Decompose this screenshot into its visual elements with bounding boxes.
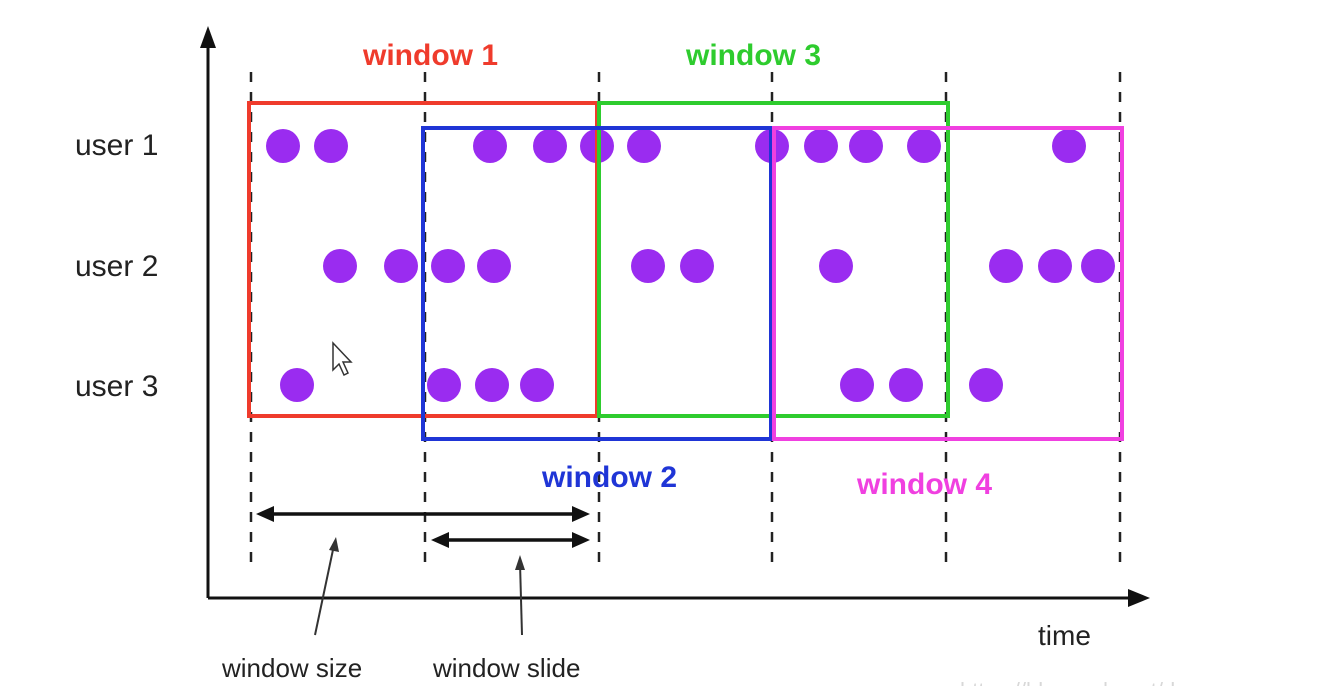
event-dot [1081, 249, 1115, 283]
event-dot [889, 368, 923, 402]
event-dot [431, 249, 465, 283]
event-dot [475, 368, 509, 402]
window-4-box [772, 126, 1124, 441]
event-dot [804, 129, 838, 163]
window-size-label: window size [221, 653, 362, 683]
event-dot [849, 129, 883, 163]
event-dot [314, 129, 348, 163]
window-1-label: window 1 [362, 39, 498, 72]
event-dots [266, 129, 1115, 402]
event-dot [631, 249, 665, 283]
event-dot [477, 249, 511, 283]
y-axis-arrow [200, 26, 216, 48]
event-dot [520, 368, 554, 402]
event-dot [680, 249, 714, 283]
note-pointers [314, 537, 525, 636]
x-axis-arrow [1128, 589, 1150, 607]
event-dot [819, 249, 853, 283]
mouse-cursor-icon [332, 341, 353, 377]
row-label-user-3: user 3 [75, 370, 158, 403]
event-dot [427, 368, 461, 402]
event-dot [1052, 129, 1086, 163]
measure-arrows [256, 506, 590, 548]
watermark: https://blog.csdn.net/dong [960, 678, 1212, 686]
event-dot [533, 129, 567, 163]
event-dot [907, 129, 941, 163]
event-dot [323, 249, 357, 283]
window-2-label: window 2 [541, 461, 677, 494]
event-dot [1038, 249, 1072, 283]
event-dot [627, 129, 661, 163]
axes [200, 26, 1150, 607]
event-dot [989, 249, 1023, 283]
x-axis-label: time [1038, 620, 1091, 651]
row-label-user-1: user 1 [75, 129, 158, 162]
event-dot [280, 368, 314, 402]
window-2-box [421, 126, 773, 441]
window-boxes [247, 101, 1124, 441]
row-label-user-2: user 2 [75, 250, 158, 283]
event-dot [473, 129, 507, 163]
event-dot [840, 368, 874, 402]
window-4-label: window 4 [856, 468, 992, 501]
window-3-label: window 3 [685, 39, 821, 72]
window-slide-label: window slide [432, 653, 580, 683]
event-dot [384, 249, 418, 283]
event-dot [969, 368, 1003, 402]
event-dot [266, 129, 300, 163]
